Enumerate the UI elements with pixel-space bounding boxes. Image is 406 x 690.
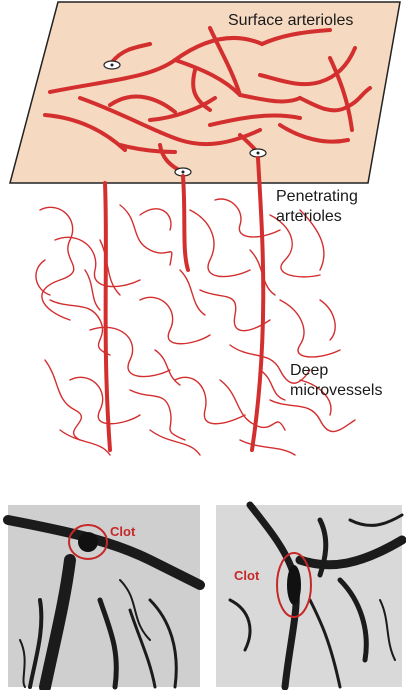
micrograph-right <box>216 505 402 687</box>
penetrating-arterioles <box>105 158 263 450</box>
clot-label-right: Clot <box>234 568 259 583</box>
label-deep-line1: Deep <box>290 362 328 380</box>
clot-blob <box>78 532 98 552</box>
clot-label-left: Clot <box>110 524 135 539</box>
label-penetrating-line2: arterioles <box>276 208 342 226</box>
clot-blob <box>287 565 301 605</box>
label-penetrating-line1: Penetrating <box>276 188 358 206</box>
deep-microvessels-network <box>36 199 355 455</box>
label-surface-arterioles: Surface arterioles <box>228 12 353 30</box>
label-deep-line2: microvessels <box>290 382 382 400</box>
